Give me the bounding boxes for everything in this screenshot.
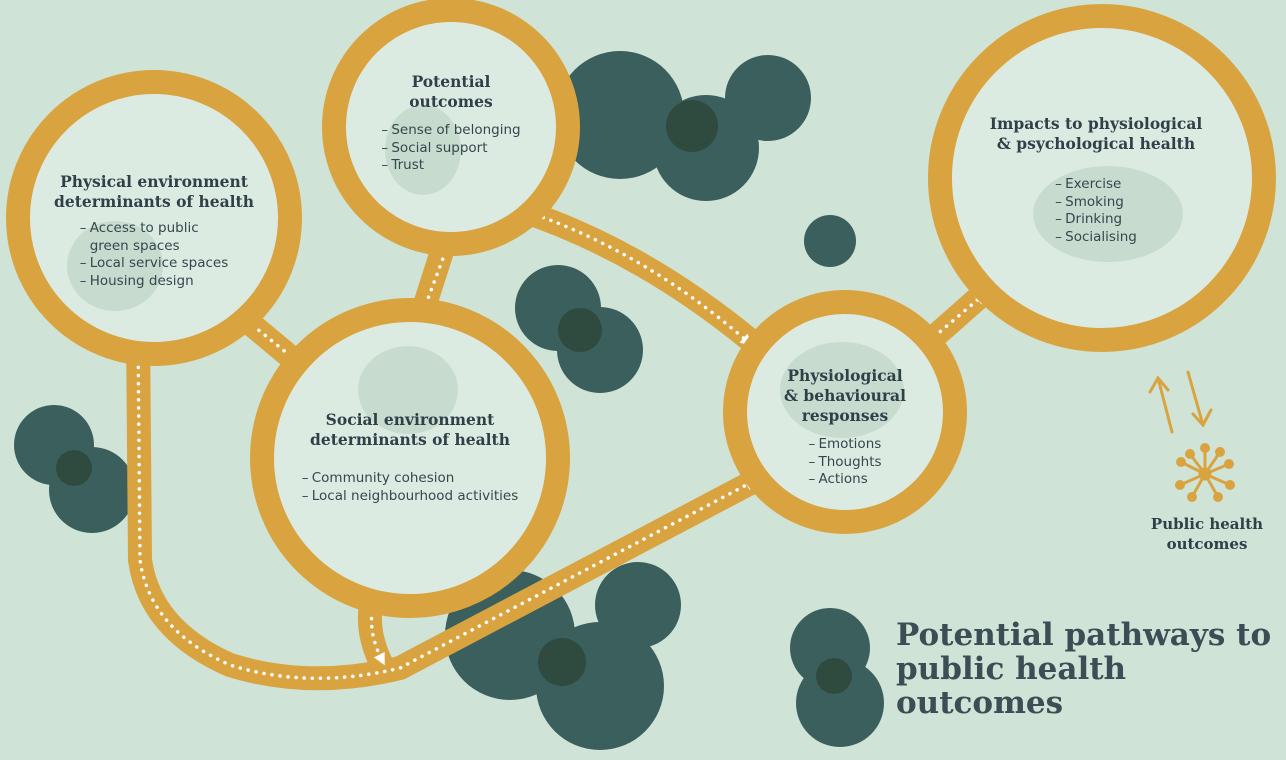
list-item: Local neighbourhood activities xyxy=(302,488,519,506)
title-line: Potential pathways to xyxy=(896,617,1272,653)
list-item: Social support xyxy=(381,140,520,158)
title-line: & psychological health xyxy=(996,134,1196,153)
node-items: Sense of belonging Social support Trust xyxy=(381,122,520,175)
list-item: Exercise xyxy=(1055,176,1137,194)
list-item: Community cohesion xyxy=(302,470,519,488)
title-line: determinants of health xyxy=(310,430,510,449)
list-item: Actions xyxy=(808,471,881,489)
list-item: green spaces xyxy=(80,238,229,256)
title-line: Physical environment xyxy=(60,172,248,191)
title-line: public health outcomes xyxy=(896,651,1127,721)
list-item: Trust xyxy=(381,157,520,175)
node-health-impacts: Impacts to physiological & psychological… xyxy=(976,114,1216,246)
bubble xyxy=(556,51,684,179)
node-potential-outcomes: Potential outcomes Sense of belonging So… xyxy=(361,72,541,175)
list-item: Drinking xyxy=(1055,211,1137,229)
legend-label: Public health outcomes xyxy=(1138,514,1276,554)
list-item: Smoking xyxy=(1055,194,1137,212)
node-title: Social environment determinants of healt… xyxy=(290,410,530,450)
pathway-dots xyxy=(136,210,987,680)
node-title: Physiological & behavioural responses xyxy=(760,366,930,426)
node-physiological-responses: Physiological & behavioural responses Em… xyxy=(760,366,930,489)
node-items: Access to public green spaces Local serv… xyxy=(80,220,229,290)
title-line: Physiological xyxy=(787,366,903,385)
node-physical-environment: Physical environment determinants of hea… xyxy=(44,172,264,290)
title-line: Social environment xyxy=(325,410,495,429)
title-line: outcomes xyxy=(409,92,493,111)
node-title: Physical environment determinants of hea… xyxy=(44,172,264,212)
list-item-continuation: green spaces xyxy=(89,237,180,254)
node-social-environment: Social environment determinants of healt… xyxy=(290,410,530,505)
title-line: Impacts to physiological xyxy=(989,114,1203,133)
title-line: Potential xyxy=(411,72,491,91)
list-item: Housing design xyxy=(80,273,229,291)
title-line: determinants of health xyxy=(54,192,254,211)
network-burst-icon xyxy=(1175,443,1235,502)
list-item: Socialising xyxy=(1055,229,1137,247)
node-title: Potential outcomes xyxy=(361,72,541,112)
list-item: Thoughts xyxy=(808,454,881,472)
page-title: Potential pathways to public health outc… xyxy=(896,618,1276,720)
list-item: Sense of belonging xyxy=(381,122,520,140)
decorative-bubbles xyxy=(14,51,884,750)
list-item: Local service spaces xyxy=(80,255,229,273)
legend-label-line: outcomes xyxy=(1166,535,1248,553)
list-item: Emotions xyxy=(808,436,881,454)
bubble xyxy=(725,55,811,141)
list-item: Access to public xyxy=(80,220,229,238)
node-items: Emotions Thoughts Actions xyxy=(808,436,881,489)
legend-label-line: Public health xyxy=(1150,515,1264,533)
node-items: Community cohesion Local neighbourhood a… xyxy=(302,470,519,505)
ring-social xyxy=(250,298,570,618)
bidirectional-arrows-icon xyxy=(1148,370,1213,434)
node-rings xyxy=(6,0,1276,618)
title-line: & behavioural xyxy=(783,386,906,405)
node-title: Impacts to physiological & psychological… xyxy=(976,114,1216,154)
title-line: responses xyxy=(801,406,889,425)
node-items: Exercise Smoking Drinking Socialising xyxy=(1055,176,1137,246)
bubble xyxy=(804,215,856,267)
